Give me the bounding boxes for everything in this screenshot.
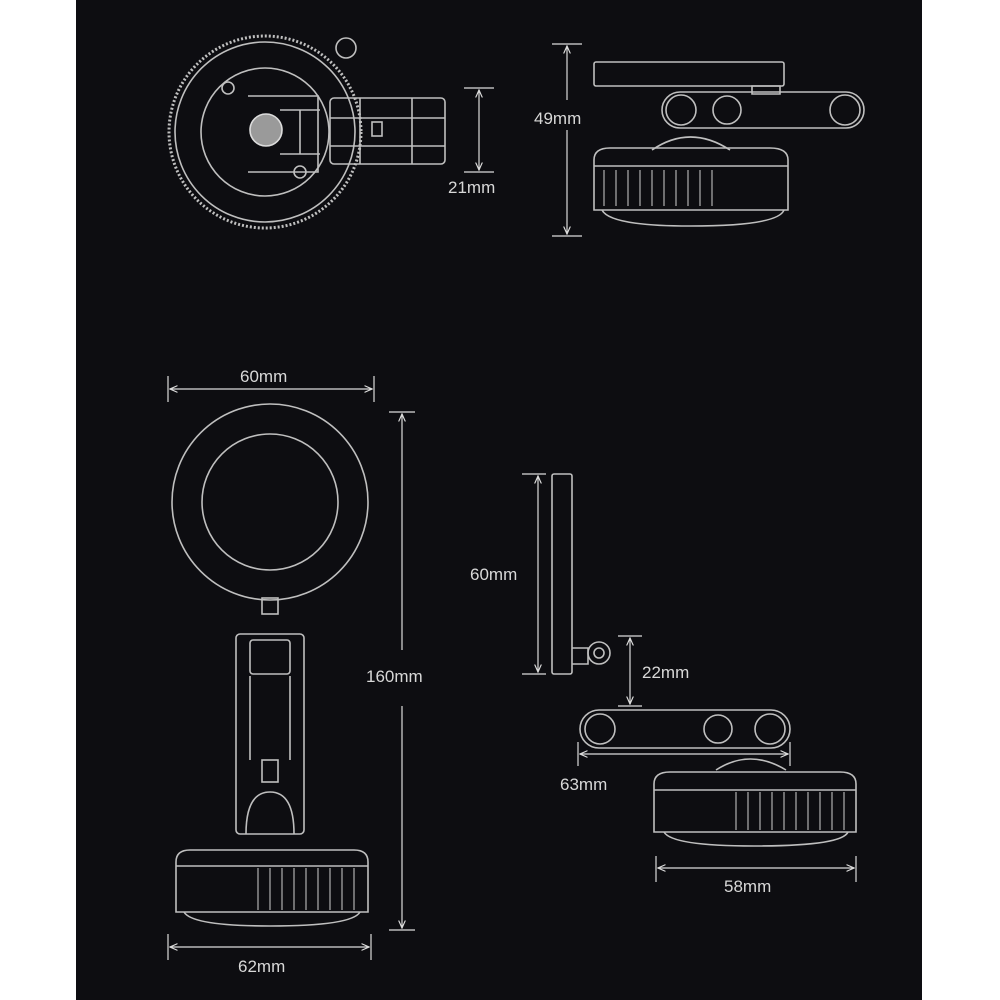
hanging-loop bbox=[335, 37, 357, 59]
magnetic-ring-inner bbox=[201, 433, 339, 571]
label-58mm: 58mm bbox=[724, 877, 771, 896]
ball-joint bbox=[651, 136, 731, 151]
folded-ball-joint bbox=[715, 758, 787, 771]
label-21mm: 21mm bbox=[448, 178, 495, 197]
dim-base-width: 62mm bbox=[167, 934, 372, 976]
dim-arm-length: 63mm bbox=[560, 742, 791, 794]
base-knurl-folded bbox=[735, 792, 845, 830]
lower-pivot-mid bbox=[703, 714, 733, 744]
suction-cup-folded bbox=[663, 831, 849, 847]
base-body-folded bbox=[653, 771, 857, 833]
outer-ring bbox=[174, 41, 356, 223]
dim-front-width: 60mm bbox=[167, 367, 375, 402]
mount-bracket bbox=[248, 95, 319, 173]
label-60mm-plate: 60mm bbox=[470, 565, 517, 584]
lower-pivot-right bbox=[754, 713, 786, 745]
label-62mm: 62mm bbox=[238, 957, 285, 976]
arm-latch bbox=[371, 121, 383, 137]
base-knurl-front bbox=[257, 868, 355, 910]
front-ball-joint bbox=[245, 791, 295, 835]
base-body-side bbox=[593, 147, 789, 211]
ring-neck bbox=[261, 597, 279, 615]
arm-pivot-right bbox=[829, 94, 861, 126]
arm-joints bbox=[330, 98, 445, 164]
upper-pivot bbox=[587, 641, 611, 665]
label-63mm: 63mm bbox=[560, 775, 607, 794]
arm-lower-link bbox=[261, 759, 279, 783]
dim-side-base-width: 58mm bbox=[655, 856, 857, 896]
folding-arm-lower bbox=[579, 709, 791, 749]
arm-upper-joint bbox=[249, 639, 291, 675]
dim-top-width: 21mm bbox=[448, 87, 495, 197]
folded-view-drawing bbox=[551, 473, 857, 847]
dim-plate-height: 60mm bbox=[470, 473, 546, 675]
lower-pivot-left bbox=[584, 713, 616, 745]
phone-plate-folded bbox=[551, 473, 573, 675]
label-60mm-width: 60mm bbox=[240, 367, 287, 386]
upper-pivot-pin bbox=[593, 647, 605, 659]
label-49mm: 49mm bbox=[534, 109, 581, 128]
center-ball bbox=[249, 113, 283, 147]
suction-cup-side bbox=[601, 209, 785, 227]
screw-hole-top bbox=[221, 81, 235, 95]
inner-disc bbox=[200, 67, 330, 197]
front-view-drawing bbox=[171, 403, 369, 927]
phone-plate-side bbox=[593, 61, 785, 87]
label-22mm: 22mm bbox=[642, 663, 689, 682]
dim-arm-height: 22mm bbox=[618, 635, 689, 707]
base-body-front bbox=[175, 849, 369, 913]
suction-cup-front bbox=[183, 911, 361, 927]
side-view-drawing bbox=[593, 61, 865, 227]
dim-front-height: 160mm bbox=[366, 411, 423, 931]
magnetic-ring-outer bbox=[171, 403, 369, 601]
arm-pivot-left bbox=[665, 94, 697, 126]
folding-arm-side bbox=[661, 91, 865, 129]
base-knurl-side bbox=[603, 170, 713, 206]
bracket-slots bbox=[280, 109, 320, 155]
knurled-rim bbox=[167, 34, 363, 230]
arm-front-body bbox=[235, 633, 305, 835]
dim-side-height: 49mm bbox=[534, 43, 582, 237]
label-160mm: 160mm bbox=[366, 667, 423, 686]
arm-pivot-mid bbox=[712, 95, 742, 125]
arm-rails bbox=[249, 676, 291, 760]
top-view-drawing bbox=[167, 34, 446, 230]
folding-arm-top bbox=[329, 97, 446, 165]
plate-hinge-folded bbox=[572, 647, 589, 665]
